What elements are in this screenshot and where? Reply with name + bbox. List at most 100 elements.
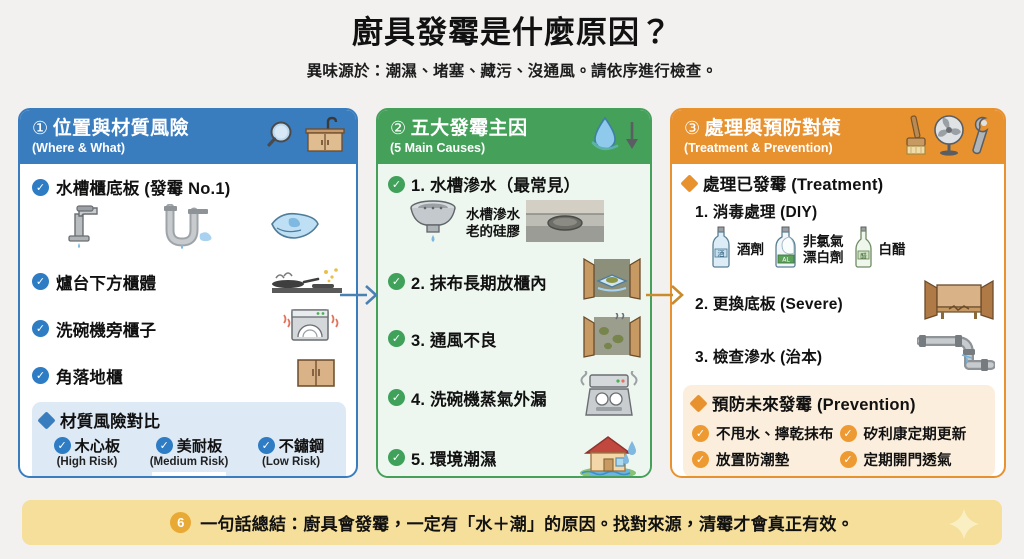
alcohol-bottle-icon: 酒: [709, 225, 733, 274]
panel2-title: 五大發霉主因: [410, 118, 528, 140]
svg-text:醋: 醋: [860, 251, 867, 260]
diamond-bullet-icon: [689, 393, 708, 413]
treatment-step-label: 3. 檢查滲水 (治本): [695, 348, 823, 366]
treatment-step-1: 2. 更換底板 (Severe): [683, 279, 995, 326]
panel2-number: ②: [390, 118, 407, 139]
down-arrow-icon: [624, 118, 640, 157]
panel2-body: ✓ 1. 水槽滲水（最常見）: [378, 164, 650, 476]
material-risk-level: (High Risk): [56, 456, 118, 468]
replace-base-board-icon: [923, 279, 995, 326]
prevention-item-3: ✓ 定期開門透氣: [839, 449, 988, 470]
panel1-subtitle: (Where & What): [32, 140, 126, 155]
sink-drain-icon: [406, 197, 460, 250]
agent-label: 非氯氣 漂白劑: [803, 234, 844, 265]
dishwasher-heat-icon: [274, 307, 346, 350]
check-icon: ✓: [839, 451, 857, 468]
material-risk-heading-row: 材質風險對比: [37, 408, 338, 432]
callout-line-2: 老的硅膠: [466, 223, 520, 239]
cause-label: 2. 抹布長期放櫃內: [411, 274, 547, 293]
laminate-board-icon: [142, 471, 236, 476]
prevention-item-0: ✓ 不甩水、擰乾抹布: [692, 423, 840, 444]
cause-item-2: ✓ 3. 通風不良: [388, 312, 642, 364]
page-subtitle: 異味源於：潮濕、堵塞、藏污、沒通風。請依序進行檢查。: [306, 63, 718, 81]
agent-label: 白醋: [878, 241, 906, 257]
check-icon: ✓: [155, 437, 173, 454]
panel3-number: ③: [684, 118, 701, 139]
footer-summary: 6 一句話總結：廚具會發霉，一定有「水＋潮」的原因。找對來源，清霉才會真正有效。: [22, 500, 1002, 545]
location-label: 洗碗機旁櫃子: [56, 321, 157, 340]
water-drop-icon: [588, 115, 622, 160]
arrow-panel1-to-panel2: [340, 280, 380, 315]
material-col-0: ✓ 木心板 (High Risk): [40, 435, 134, 476]
cause-label: 1. 水槽滲水（最常見）: [411, 177, 581, 195]
treatment-step-0: 1. 消毒處理 (DIY): [683, 200, 995, 222]
material-name: 不鏽鋼: [278, 438, 325, 455]
check-icon: ✓: [32, 273, 49, 290]
cause-label: 5. 環境潮濕: [411, 450, 497, 469]
panel2-subtitle: (5 Main Causes): [390, 140, 486, 155]
prevention-heading-row: 預防未來發霉 (Prevention): [689, 391, 987, 415]
location-item-0: ✓ 水槽櫃底板 (發霉 No.1): [32, 175, 346, 199]
faucet-icon: [55, 204, 111, 255]
treatment-step-2: 3. 檢查滲水 (治本): [683, 331, 996, 380]
agent-2: 醋 白醋: [853, 225, 906, 274]
check-icon: ✓: [53, 437, 71, 454]
svg-text:AL: AL: [782, 257, 790, 264]
check-icon: ✓: [32, 320, 49, 337]
silicone-seal-icon: [526, 200, 604, 247]
dishwasher-steam-icon: [576, 370, 642, 424]
cause-item-3: ✓ 4. 洗碗機蒸氣外漏: [388, 370, 642, 424]
prevention-items: ✓ 不甩水、擰乾抹布 ✓ 矽利康定期更新 ✓ 放置防潮墊 ✓: [692, 418, 987, 470]
magnifier-icon: [266, 118, 300, 157]
footer-badge: 6: [170, 512, 192, 533]
callout-line-1: 水槽滲水: [466, 206, 520, 222]
location-item-1: ✓ 爐台下方櫃體: [32, 262, 346, 301]
treatment-step-label: 1. 消毒處理 (DIY): [695, 204, 818, 221]
check-icon: ✓: [32, 367, 49, 384]
vinegar-bottle-icon: 醋: [853, 225, 875, 274]
location-label: 爐台下方櫃體: [56, 274, 157, 293]
check-icon: ✓: [388, 389, 405, 406]
location-label: 角落地櫃: [56, 368, 123, 387]
check-icon: ✓: [692, 425, 709, 442]
pipe-leak-icon: [916, 331, 996, 380]
panel3-subtitle: (Treatment & Prevention): [684, 140, 833, 155]
cause-item-0: ✓ 1. 水槽滲水（最常見）: [388, 172, 642, 250]
brush-icon: [902, 114, 930, 161]
cabinet-cloth-icon: [582, 257, 642, 306]
sparkle-icon: [948, 508, 980, 545]
prevention-heading: 預防未來發霉 (Prevention): [712, 396, 916, 414]
agent-1: AL 非氯氣 漂白劑: [773, 225, 844, 274]
moldy-wood-cabinet-icon: [40, 472, 134, 476]
material-risk-level: (Medium Risk): [149, 456, 229, 468]
location-item-3: ✓ 角落地櫃: [32, 356, 346, 395]
cause-item-1: ✓ 2. 抹布長期放櫃內: [388, 257, 642, 306]
prevention-label: 放置防潮墊: [716, 453, 790, 469]
cause-label: 3. 通風不良: [411, 331, 497, 350]
wrench-icon: [968, 114, 994, 161]
panel1-body: ✓ 水槽櫃底板 (發霉 No.1): [20, 164, 356, 476]
moldy-cabinet-icon: [582, 312, 642, 364]
prevention-item-1: ✓ 矽利康定期更新: [839, 423, 988, 444]
panel3-body: 處理已發霉 (Treatment) 1. 消毒處理 (DIY) 酒: [672, 164, 1004, 476]
prevention-item-2: ✓ 放置防潮墊: [692, 449, 840, 470]
cleaning-agents-row: 酒 酒劑 AL: [683, 225, 995, 274]
location-label: 水槽櫃底板 (發霉 No.1): [56, 180, 231, 198]
prevention-label: 定期開門透氣: [863, 453, 952, 469]
stove-pan-icon: [268, 262, 346, 301]
cause-item-4: ✓ 5. 環境潮濕: [388, 431, 642, 476]
check-icon: ✓: [388, 175, 405, 193]
check-icon: ✓: [839, 425, 857, 442]
material-columns: ✓ 木心板 (High Risk): [40, 435, 338, 476]
panel1-title: 位置與材質風險: [52, 118, 190, 140]
panel1-illustration-row: [32, 203, 346, 255]
material-name: 美耐板: [176, 438, 223, 455]
